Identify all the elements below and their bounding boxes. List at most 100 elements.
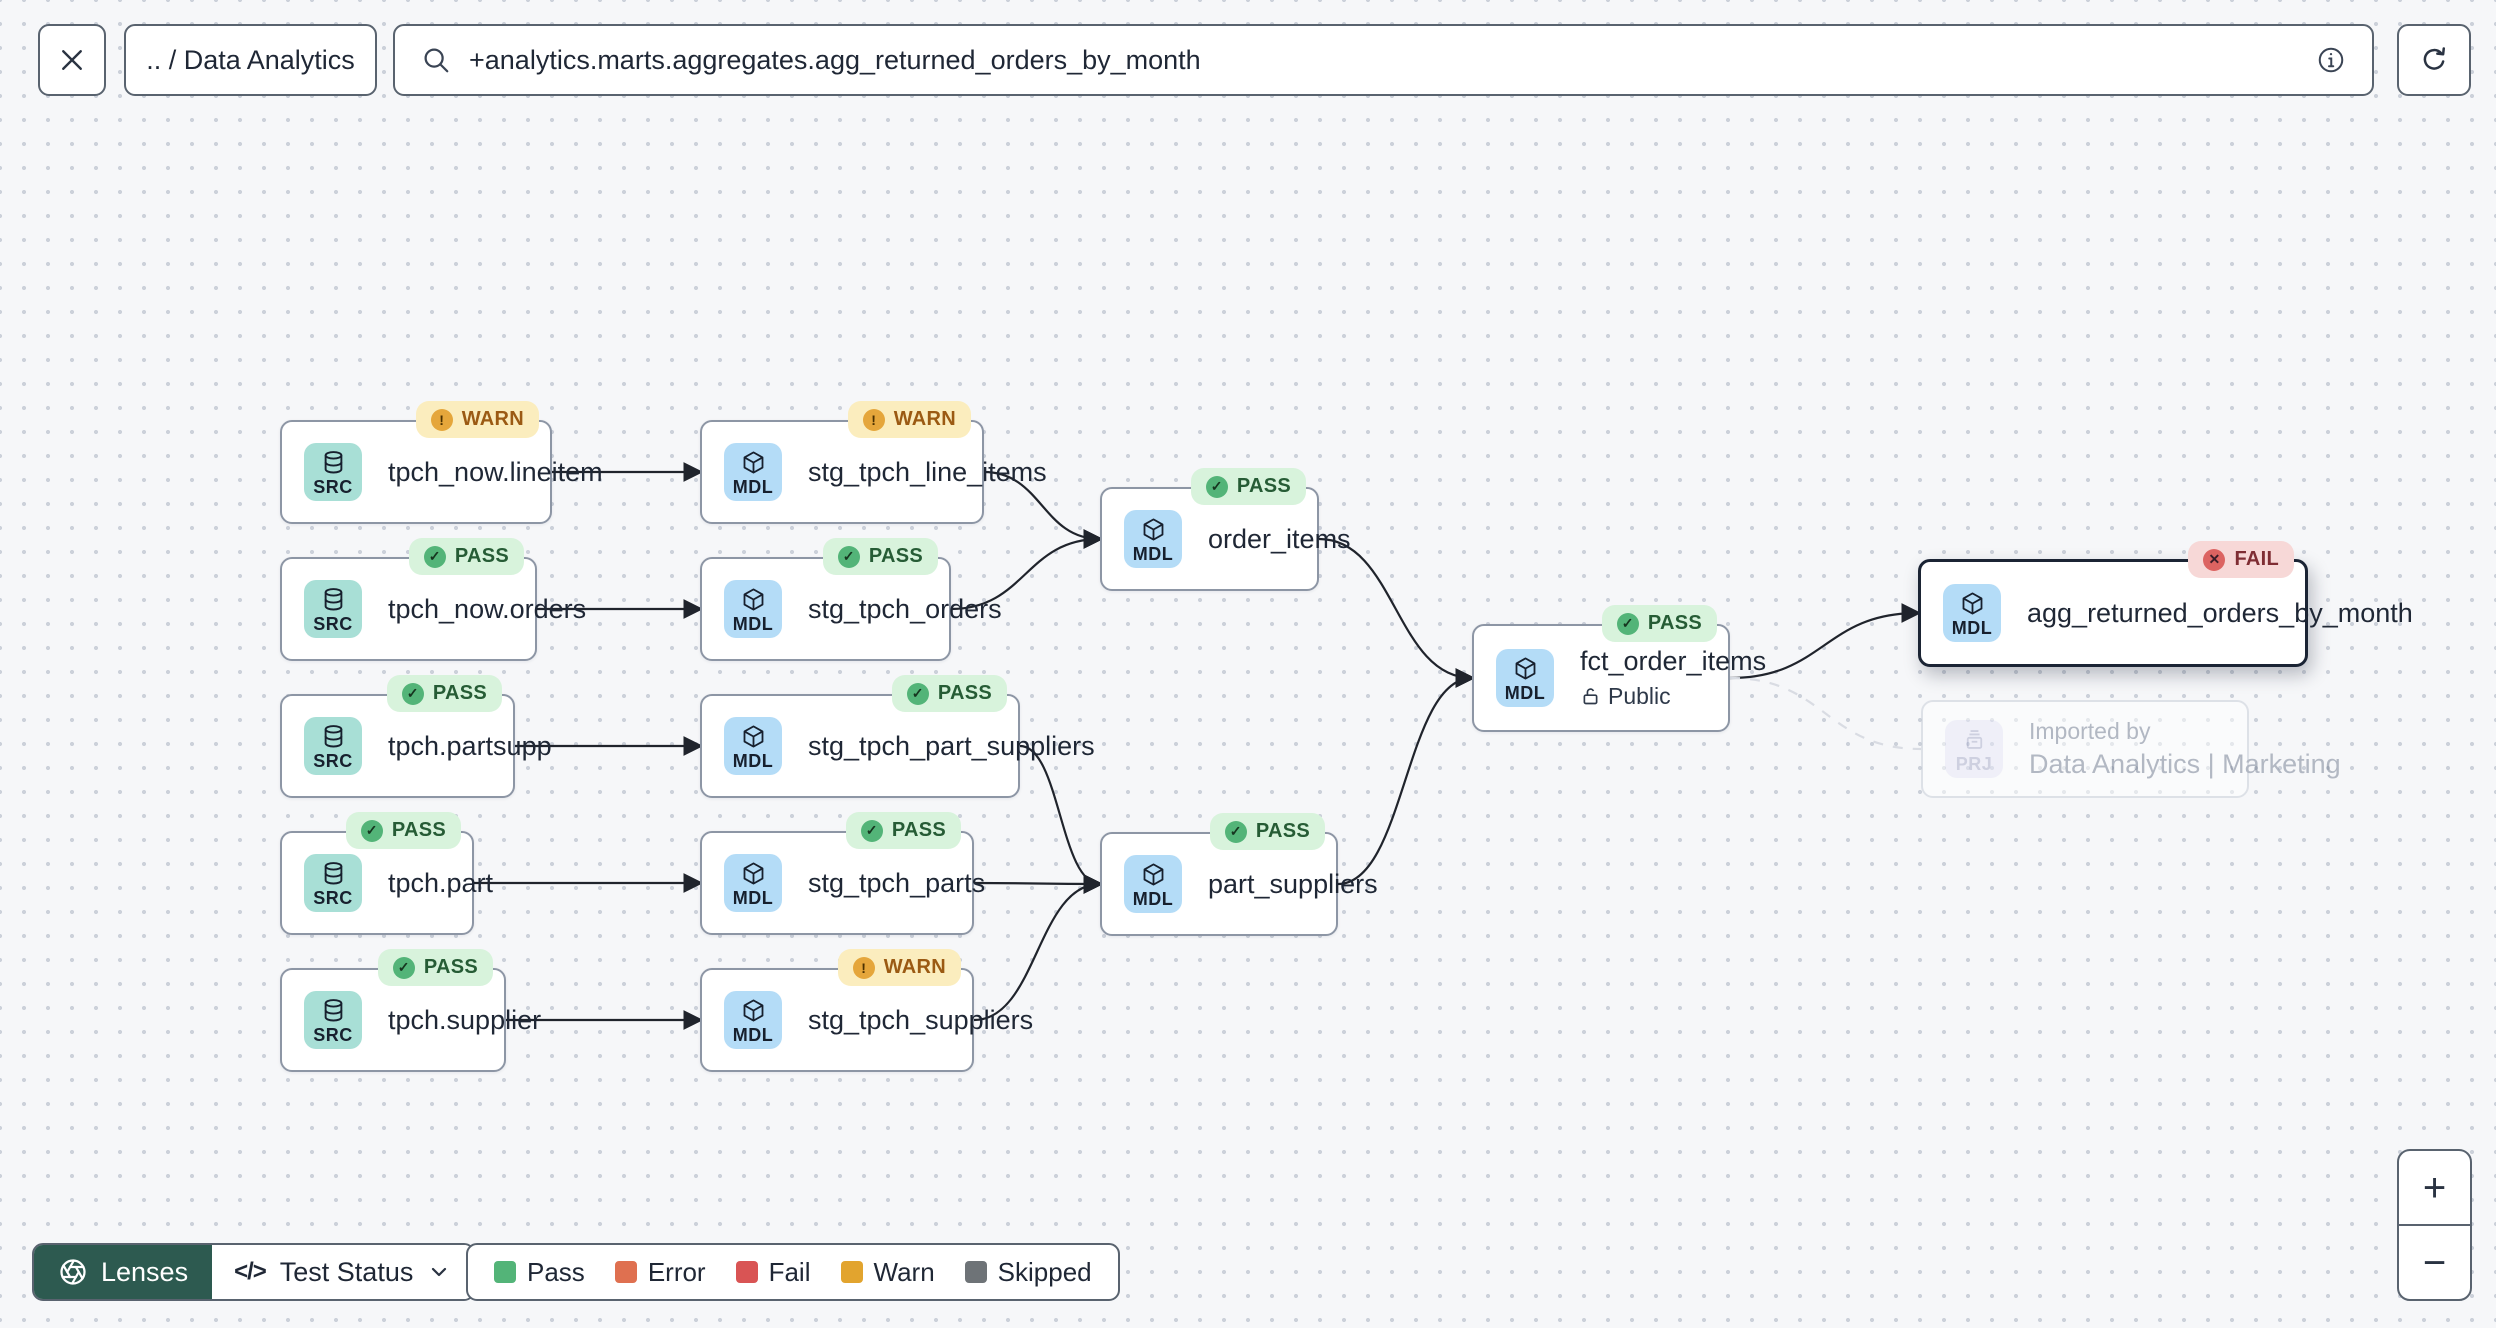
lens-selected-label: Test Status — [279, 1256, 414, 1287]
node-label: tpch.part — [388, 867, 494, 898]
node-kind-chip: PRJ — [1945, 720, 2003, 778]
kind-label: SRC — [313, 1024, 353, 1045]
status-label: PASS — [391, 819, 446, 841]
kind-label: SRC — [313, 887, 353, 908]
node-label: order_items — [1208, 523, 1351, 554]
status-label: WARN — [461, 408, 524, 430]
zoom-controls: + − — [2397, 1149, 2472, 1301]
lens-dropdown[interactable]: </> Test Status — [212, 1245, 474, 1299]
node-kind-chip: MDL — [724, 580, 782, 638]
zoom-in-button[interactable]: + — [2399, 1151, 2470, 1226]
legend-swatch — [840, 1261, 863, 1283]
node-label: stg_tpch_suppliers — [808, 1004, 1034, 1035]
status-label: PASS — [937, 682, 992, 704]
status-badge-pass: ✓ PASS — [1209, 813, 1325, 850]
edge — [1337, 668, 1476, 886]
legend-label: Error — [647, 1256, 706, 1287]
status-pass-icon: ✓ — [1205, 475, 1228, 498]
status-label: PASS — [1236, 475, 1291, 497]
legend-item-pass: Pass — [494, 1257, 585, 1288]
legend-item-fail: Fail — [735, 1257, 811, 1288]
status-label: WARN — [893, 408, 956, 430]
legend-swatch — [494, 1261, 516, 1283]
legend-label: Pass — [527, 1256, 585, 1287]
status-pass-icon: ✓ — [401, 682, 424, 705]
breadcrumb-button[interactable]: .. / Data Analytics — [124, 24, 377, 96]
node-kind-chip: SRC — [304, 854, 362, 912]
edge — [1019, 744, 1104, 894]
legend-item-skipped: Skipped — [964, 1256, 1092, 1288]
edge — [973, 874, 1104, 1022]
status-warn-icon: ! — [862, 408, 885, 431]
node-kind-chip: MDL — [1124, 510, 1182, 568]
kind-label: MDL — [732, 750, 774, 771]
node-label: Data Analytics | Marketing — [2029, 749, 2341, 779]
node-label: tpch.partsupp — [388, 730, 552, 761]
status-pass-icon: ✓ — [906, 682, 929, 705]
search-bar[interactable] — [393, 24, 2374, 96]
status-fail-icon: ✕ — [2203, 548, 2226, 571]
refresh-button[interactable] — [2397, 24, 2471, 96]
legend-label: Skipped — [997, 1256, 1092, 1287]
status-pass-icon: ✓ — [1224, 820, 1247, 843]
node-order-items[interactable]: ✓ PASS MDL order_items — [1100, 468, 1351, 591]
chevron-down-icon — [427, 1260, 451, 1284]
status-pass-icon: ✓ — [860, 819, 883, 842]
node-label: stg_tpch_orders — [808, 593, 1002, 624]
node-label: stg_tpch_parts — [808, 867, 986, 898]
zoom-out-button[interactable]: − — [2422, 1240, 2447, 1285]
node-kind-chip: MDL — [1943, 584, 2001, 642]
legend-swatch — [614, 1261, 637, 1283]
status-warn-icon: ! — [852, 956, 875, 979]
status-badge-pass: ✓PASS — [408, 538, 524, 575]
status-badge-warn: ! WARN — [847, 401, 971, 438]
status-label: PASS — [432, 682, 487, 704]
lenses-button[interactable]: Lenses — [34, 1245, 213, 1299]
kind-label: PRJ — [1955, 753, 1993, 774]
kind-label: SRC — [313, 750, 353, 771]
status-badge-pass: ✓ PASS — [891, 675, 1007, 712]
status-label: PASS — [868, 545, 923, 567]
status-badge-pass: ✓ PASS — [386, 675, 502, 712]
status-pass-icon: ✓ — [423, 545, 446, 568]
close-button[interactable] — [38, 24, 106, 96]
legend-swatch — [964, 1261, 987, 1283]
status-label: PASS — [1647, 612, 1702, 634]
status-badge-pass: ✓ PASS — [1601, 605, 1717, 642]
node-kind-chip: SRC — [304, 443, 362, 501]
status-label: PASS — [1255, 820, 1310, 842]
node-kind-chip: MDL — [1496, 649, 1554, 707]
status-warn-icon: ! — [430, 408, 453, 431]
unlock-icon — [1580, 686, 1601, 707]
cube-icon — [740, 723, 767, 750]
search-input[interactable] — [469, 44, 2298, 76]
status-pass-icon: ✓ — [1616, 612, 1639, 635]
node-kind-chip: MDL — [724, 717, 782, 775]
status-pass-icon: ✓ — [392, 956, 415, 979]
info-icon[interactable] — [2316, 45, 2346, 75]
status-badge-pass: ✓PASS — [377, 949, 493, 986]
cube-icon — [740, 586, 767, 613]
breadcrumb-label: .. / Data Analytics — [146, 44, 355, 75]
cube-icon — [1959, 590, 1986, 617]
node-label: tpch_now.orders — [388, 593, 587, 624]
status-label: FAIL — [2234, 548, 2279, 570]
node-tpch-partsupp[interactable]: ✓ PASS SRC tpch.partsupp — [280, 675, 552, 798]
kind-label: MDL — [732, 613, 774, 634]
access-label: Public — [1608, 683, 1671, 709]
kind-label: MDL — [1951, 617, 1993, 638]
